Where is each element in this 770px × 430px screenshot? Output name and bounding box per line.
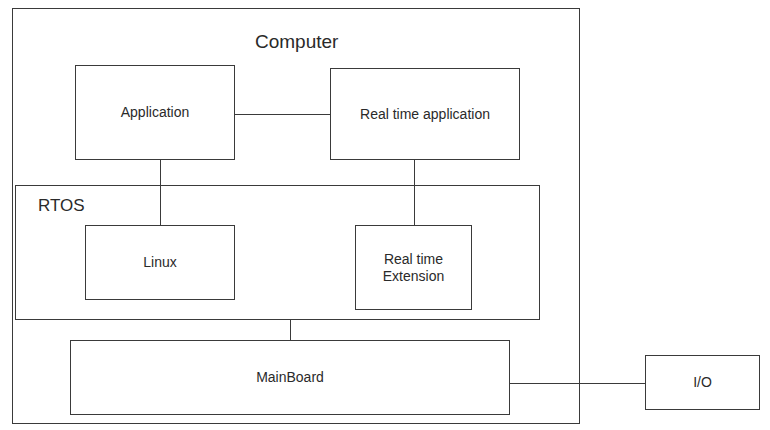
computer-frame: ComputerApplication Real time application… xyxy=(12,8,580,424)
realtime-extension-box: Real time Extension xyxy=(355,225,472,310)
box-label: Application xyxy=(121,104,190,121)
box-label: Real time Extension xyxy=(362,251,465,285)
box-label: I/O xyxy=(693,374,712,391)
rtos-region: RTOS Linux Real time Extension xyxy=(15,185,540,320)
box-label: Linux xyxy=(143,254,176,271)
connector-line xyxy=(160,160,161,225)
linux-box: Linux xyxy=(85,225,235,300)
application-box: Application xyxy=(75,65,235,160)
box-label: MainBoard xyxy=(256,369,324,386)
connector-line xyxy=(235,114,330,115)
box-label: Real time application xyxy=(360,106,490,123)
realtime-application-box: Real time application xyxy=(330,68,520,160)
io-box: I/O xyxy=(645,355,760,410)
region-label: RTOS xyxy=(38,196,85,216)
mainboard-box: MainBoard xyxy=(70,340,510,415)
connector-line xyxy=(414,160,415,225)
connector-line xyxy=(510,383,645,384)
connector-line xyxy=(290,320,291,340)
region-label: Computer xyxy=(255,31,338,54)
